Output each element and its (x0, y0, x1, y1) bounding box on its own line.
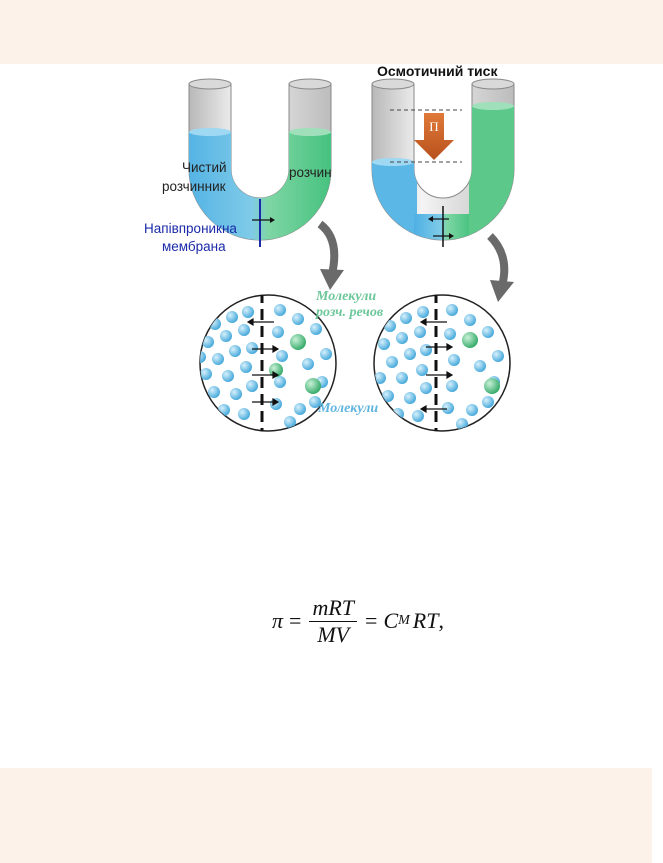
zoom-arrow-right (487, 233, 509, 288)
bottom-band (0, 768, 652, 863)
formula-c: C (383, 608, 399, 633)
label-solute-molecules-1: Молекули (315, 289, 376, 304)
osmosis-svg: Чистий розчинник розчин Напівпроникна ме… (144, 64, 515, 432)
label-pure-solvent-2: розчинник (162, 179, 226, 194)
formula-denominator: MV (317, 621, 350, 647)
label-solution: розчин (289, 165, 332, 180)
formula-eq: = (289, 608, 302, 633)
label-pure-solvent-1: Чистий (182, 160, 227, 175)
title-osmotic-pressure: Осмотичний тиск (377, 64, 498, 79)
formula-fraction: mRT MV (309, 595, 358, 647)
formula-comma: , (438, 608, 444, 633)
osmosis-diagram: Чистий розчинник розчин Напівпроникна ме… (140, 64, 530, 434)
pressure-symbol: П (429, 119, 438, 134)
label-solute-molecules-2: розч. речов (315, 305, 384, 320)
formula-lhs: π (272, 608, 284, 633)
top-band (0, 0, 663, 64)
formula-c-sub: M (398, 613, 410, 628)
label-solvent-molecules: Молекули (317, 401, 378, 416)
zoom-arrow-left (317, 220, 339, 275)
formula-eq2: = (365, 608, 378, 633)
u-tube-left (188, 78, 332, 247)
label-membrane-2: мембрана (162, 239, 226, 254)
zoom-circle-right (373, 294, 511, 432)
formula-numerator: mRT (309, 595, 358, 622)
formula-rt: RT (412, 608, 439, 633)
zoom-circle-left (199, 294, 337, 432)
label-membrane-1: Напівпроникна (144, 221, 237, 236)
pressure-arrow (414, 113, 454, 160)
